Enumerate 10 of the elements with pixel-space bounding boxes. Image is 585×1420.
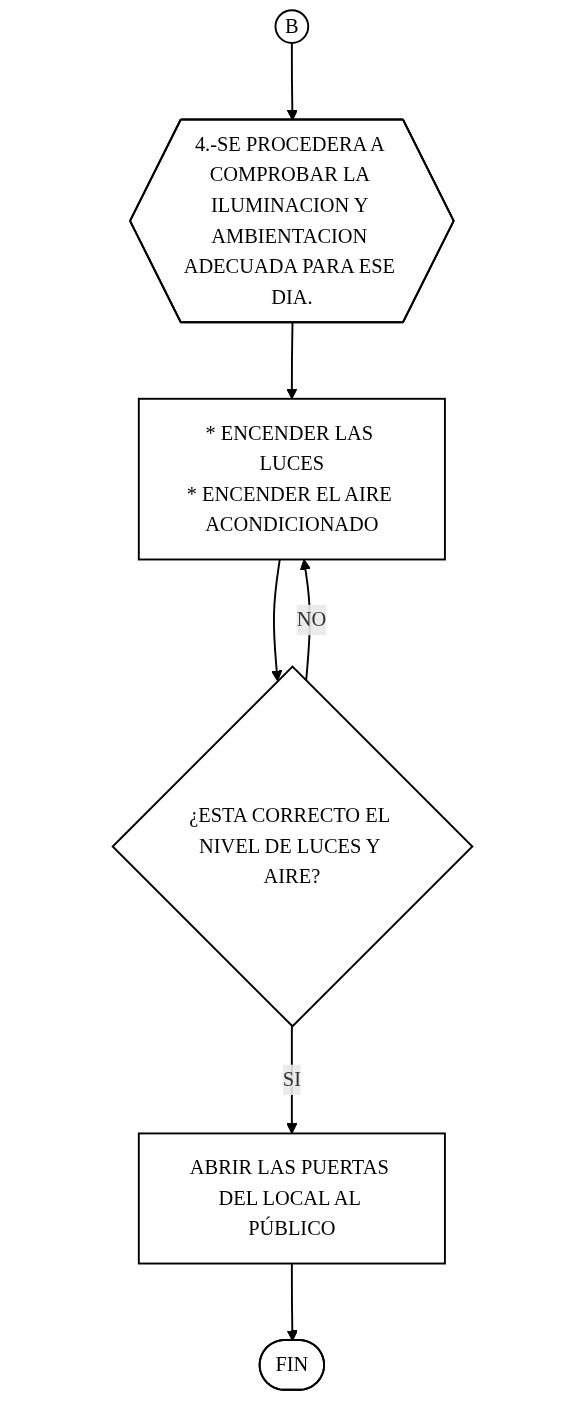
node-box: * ENCENDER LAS LUCES * ENCENDER EL AIRE ACONDICIONADO	[137, 397, 446, 561]
arrow	[286, 1262, 298, 1342]
edge-label: NO	[296, 608, 327, 631]
edge-label: SI	[282, 1068, 301, 1091]
arrow	[286, 42, 298, 121]
arrow	[271, 558, 283, 682]
node-circle: B	[274, 9, 310, 44]
node-diamond: ¿ESTA CORRECTO EL NIVEL DE LUCES Y AIRE?	[111, 665, 474, 1028]
arrow	[286, 321, 298, 400]
node-box: ABRIR LAS PUERTAS DEL LOCAL AL PÚBLICO	[137, 1132, 446, 1265]
